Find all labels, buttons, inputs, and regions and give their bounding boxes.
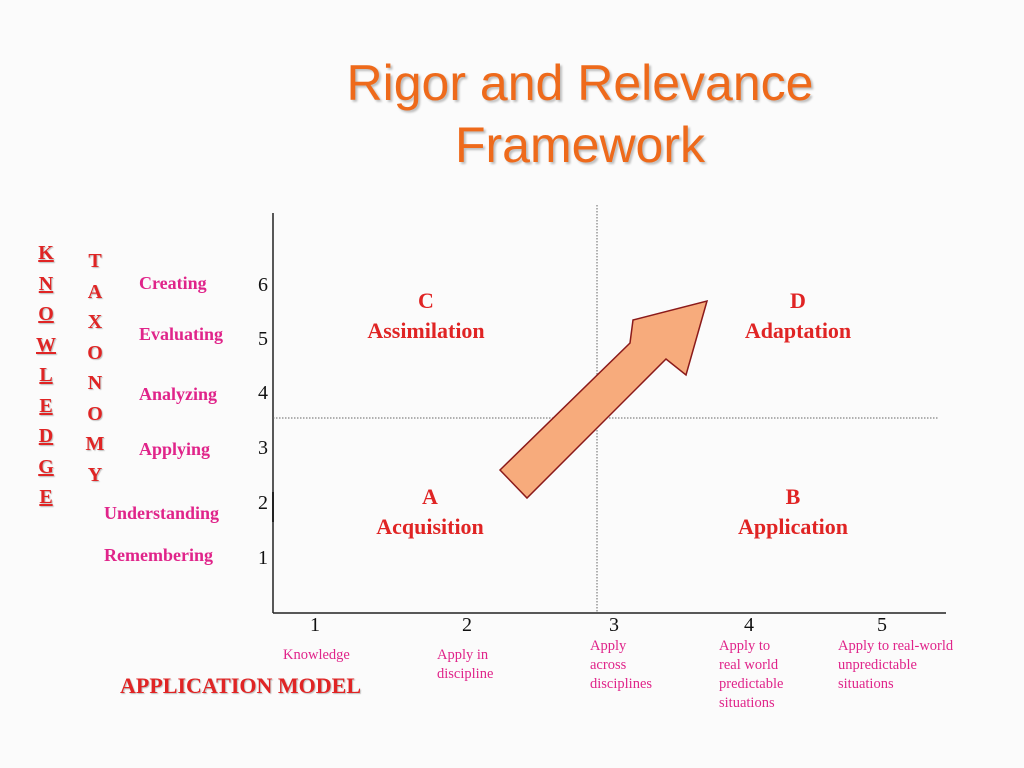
quadrant-c-name: Assimilation: [367, 318, 485, 343]
quadrant-b-letter: B: [785, 484, 801, 509]
quadrant-c: C Assimilation: [316, 286, 536, 346]
level-understanding: Understanding: [104, 503, 220, 523]
y-tick-2: 2: [258, 492, 268, 514]
quadrant-d: D Adaptation: [688, 286, 908, 346]
y-tick-3: 3: [258, 437, 268, 459]
taxonomy-letter: N: [87, 372, 103, 394]
quadrant-a-name: Acquisition: [376, 514, 484, 539]
knowledge-letter: N: [38, 272, 54, 295]
level-analyzing: Analyzing: [139, 384, 218, 404]
quadrant-d-name: Adaptation: [744, 318, 852, 343]
knowledge-letter: E: [39, 486, 53, 508]
x-tick-5: 5: [877, 614, 887, 636]
page-title: Rigor and Relevance Framework: [150, 52, 1010, 176]
taxonomy-vertical-label: T A X O N O M Y: [83, 246, 107, 490]
taxonomy-letter: A: [87, 280, 103, 303]
x-desc-1: Knowledge: [283, 647, 350, 663]
quadrant-c-letter: C: [418, 288, 434, 313]
knowledge-letter: G: [38, 455, 54, 478]
knowledge-letter: K: [38, 242, 54, 264]
title-line-2: Framework: [454, 117, 706, 173]
y-tick-4: 4: [258, 382, 268, 404]
x-tick-3: 3: [609, 614, 619, 636]
level-remembering: Remembering: [104, 545, 213, 565]
quadrant-a-letter: A: [422, 484, 438, 509]
taxonomy-letter: O: [87, 341, 103, 364]
taxonomy-letter: X: [87, 311, 103, 333]
quadrant-d-letter: D: [790, 288, 806, 313]
knowledge-letter: E: [39, 394, 53, 417]
level-creating: Creating: [139, 273, 207, 293]
knowledge-letter: O: [38, 303, 54, 325]
knowledge-letter: L: [39, 364, 53, 386]
progression-arrow: [498, 299, 709, 500]
taxonomy-letter: T: [88, 250, 102, 272]
x-tick-2: 2: [462, 614, 472, 636]
x-desc-3: Apply across disciplines: [590, 638, 653, 692]
x-desc-4: Apply to real world predictable situatio…: [719, 638, 784, 711]
knowledge-vertical-label: K N O W L E D G E: [34, 238, 58, 513]
quadrant-b: B Application: [683, 482, 903, 542]
x-tick-1: 1: [310, 614, 320, 636]
y-tick-5: 5: [258, 328, 268, 350]
application-model-label: APPLICATION MODEL: [120, 673, 361, 698]
knowledge-letter: W: [36, 333, 56, 356]
taxonomy-letter: M: [85, 433, 105, 455]
x-desc-2: Apply in discipline: [437, 647, 494, 682]
quadrant-b-name: Application: [737, 514, 849, 539]
taxonomy-letter: Y: [87, 463, 103, 486]
quadrant-a: A Acquisition: [320, 482, 540, 542]
knowledge-letter: D: [38, 425, 54, 447]
taxonomy-letter: O: [87, 402, 103, 425]
x-desc-5: Apply to real-world unpredictable situat…: [838, 638, 954, 692]
y-tick-1: 1: [258, 547, 268, 569]
level-evaluating: Evaluating: [139, 324, 224, 344]
level-applying: Applying: [139, 439, 211, 459]
x-tick-4: 4: [744, 614, 754, 636]
title-line-1: Rigor and Relevance: [346, 55, 814, 111]
y-tick-6: 6: [258, 274, 268, 296]
